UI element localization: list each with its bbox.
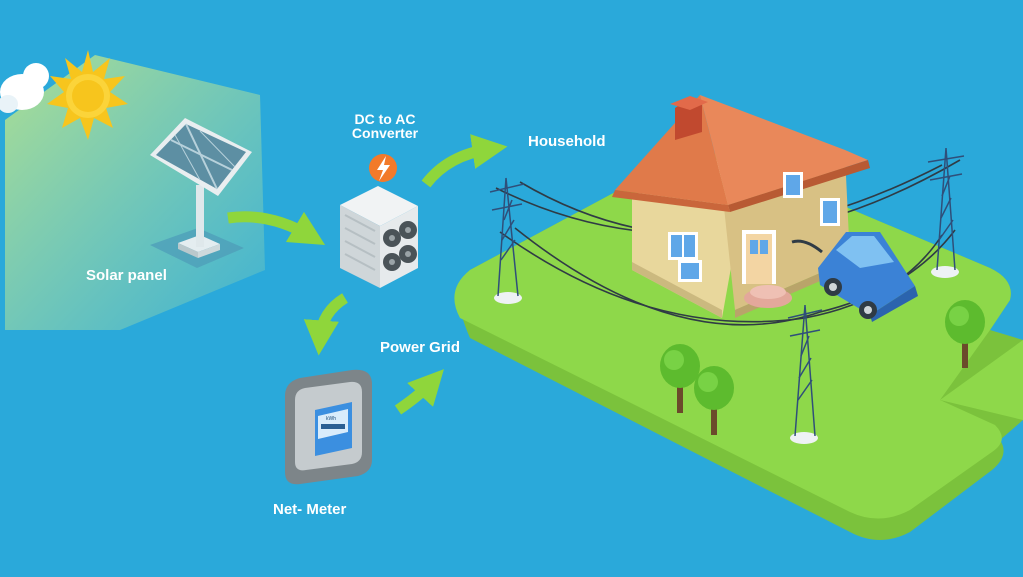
house-illustration	[612, 95, 870, 318]
converter-label-line1: DC to AC	[354, 111, 416, 127]
cloud-icon	[0, 63, 49, 113]
converter-illustration	[340, 154, 418, 288]
tree-1	[660, 344, 700, 413]
pylon-middle	[787, 304, 823, 444]
net-meter-illustration: kWh	[285, 369, 372, 485]
arrow-meter-to-grid	[394, 369, 444, 415]
arrow-solar-to-converter	[227, 211, 326, 246]
arrow-converter-to-meter	[303, 293, 349, 356]
solar-panel-label: Solar panel	[86, 267, 167, 284]
flow-arrows	[227, 134, 508, 415]
tree-2	[694, 366, 734, 435]
car-illustration	[818, 232, 918, 322]
converter-label-line2: Converter	[351, 125, 419, 141]
tree-3	[945, 300, 985, 368]
fan-icon	[383, 221, 417, 271]
net-meter-label: Net- Meter	[273, 501, 347, 518]
pylon-left	[489, 177, 525, 304]
sun-icon	[47, 50, 128, 140]
sunlight-beam	[5, 55, 265, 330]
arrow-converter-to-household	[421, 134, 508, 188]
bolt-icon	[369, 154, 397, 182]
power-grid-label: Power Grid	[380, 339, 461, 356]
converter-label: DC to AC Converter	[340, 112, 430, 140]
solar-panel-illustration	[150, 118, 252, 268]
household-label: Household	[528, 133, 606, 150]
meter-display-text: kWh	[326, 416, 336, 422]
pylon-right	[927, 147, 965, 278]
